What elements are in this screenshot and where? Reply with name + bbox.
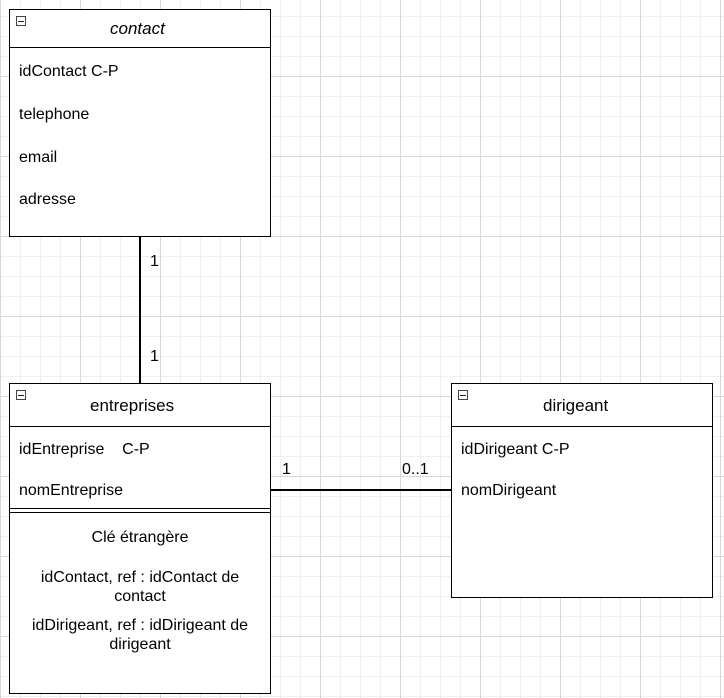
class-name-contact: contact: [110, 19, 165, 38]
multiplicity-entreprises-side: 1: [282, 461, 291, 478]
foreign-key-iddirigeant: idDirigeant, ref : idDirigeant de dirige…: [31, 617, 249, 653]
attribute-idcontact: idContact C-P: [19, 63, 119, 80]
multiplicity-dirigeant-side: 0..1: [402, 461, 429, 478]
section-divider: [10, 508, 270, 509]
class-header-contact: contact: [10, 10, 270, 48]
attribute-telephone: telephone: [19, 106, 90, 123]
section-divider: [10, 512, 270, 513]
attribute-adresse: adresse: [19, 191, 76, 208]
attribute-nomentreprise: nomEntreprise: [19, 482, 124, 499]
class-entreprises[interactable]: entreprises idEntreprise C-P nomEntrepri…: [9, 383, 271, 694]
collapse-icon[interactable]: [458, 390, 468, 400]
attribute-nomdirigeant: nomDirigeant: [461, 482, 557, 499]
attribute-identreprise: idEntreprise C-P: [19, 441, 150, 458]
collapse-icon[interactable]: [16, 390, 26, 400]
attribute-iddirigeant: idDirigeant C-P: [461, 441, 570, 458]
class-name-dirigeant: dirigeant: [543, 396, 609, 415]
class-name-entreprises: entreprises: [90, 396, 175, 415]
class-contact[interactable]: contact idContact C-P telephone email ad…: [9, 9, 271, 237]
collapse-icon[interactable]: [16, 16, 26, 26]
foreign-key-title: Clé étrangère: [91, 529, 189, 546]
class-header-dirigeant: dirigeant: [452, 384, 712, 427]
multiplicity-entreprises-end: 1: [150, 348, 159, 365]
foreign-key-idcontact: idContact, ref : idContact de contact: [40, 569, 240, 605]
connector-contact-entreprises: [139, 236, 141, 384]
class-header-entreprises: entreprises: [10, 384, 270, 427]
multiplicity-contact-end: 1: [150, 253, 159, 270]
class-dirigeant[interactable]: dirigeant idDirigeant C-P nomDirigeant: [451, 383, 713, 598]
attribute-email: email: [19, 149, 58, 166]
connector-entreprises-dirigeant: [270, 489, 451, 491]
